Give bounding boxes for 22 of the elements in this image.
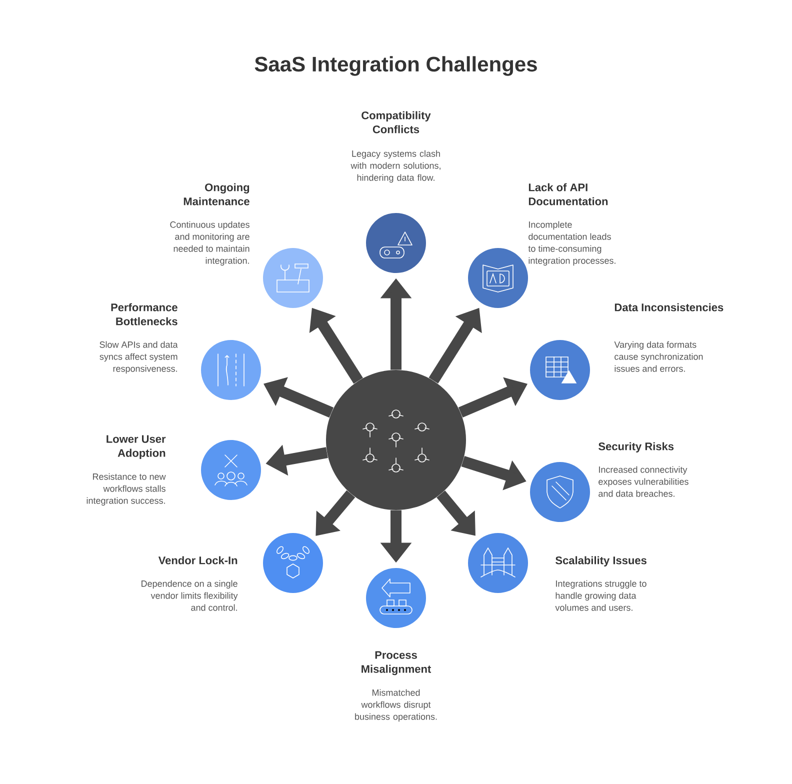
description: Increased connectivity exposes vulnerabilities and data breaches.	[598, 466, 688, 497]
description: Resistance to new workflows stalls integration success.	[86, 473, 166, 506]
heading: Ongoing Maintenance	[184, 183, 250, 206]
heading: Process Misalignment	[362, 651, 432, 676]
heading: Lack of API Documentation	[528, 183, 608, 206]
description: Slow APIs and data syncs affect system responsiveness.	[100, 341, 178, 374]
description: Integrations struggle to handle growing data volumes and users.	[555, 580, 646, 611]
hub-circle	[326, 370, 466, 510]
heading: Compatibility Conflicts	[362, 111, 431, 134]
description: Dependence on a single vendor limits flexibility and control.	[142, 580, 238, 611]
heading: Lower User Adoption	[106, 435, 166, 460]
heading: Scalability Issues	[556, 556, 646, 566]
heading: Performance Bottlenecks	[111, 303, 178, 326]
heading: Vendor Lock-In	[158, 556, 238, 564]
heading: Security Risks	[598, 442, 674, 452]
description: Varying data formats cause synchronization issues and errors.	[614, 341, 703, 372]
title: SaaS Integration Challenges	[254, 56, 537, 76]
description: Legacy systems clash with modern solutions, hindering data flow.	[350, 150, 440, 183]
heading: Data Inconsistencies	[614, 303, 724, 312]
description: Mismatched workflows disrupt business operations.	[355, 689, 437, 722]
description: Incomplete documentation leads to time-consuming integration processes.	[528, 221, 616, 266]
description: Continuous updates and monitoring are needed to maintain integration.	[170, 221, 250, 266]
